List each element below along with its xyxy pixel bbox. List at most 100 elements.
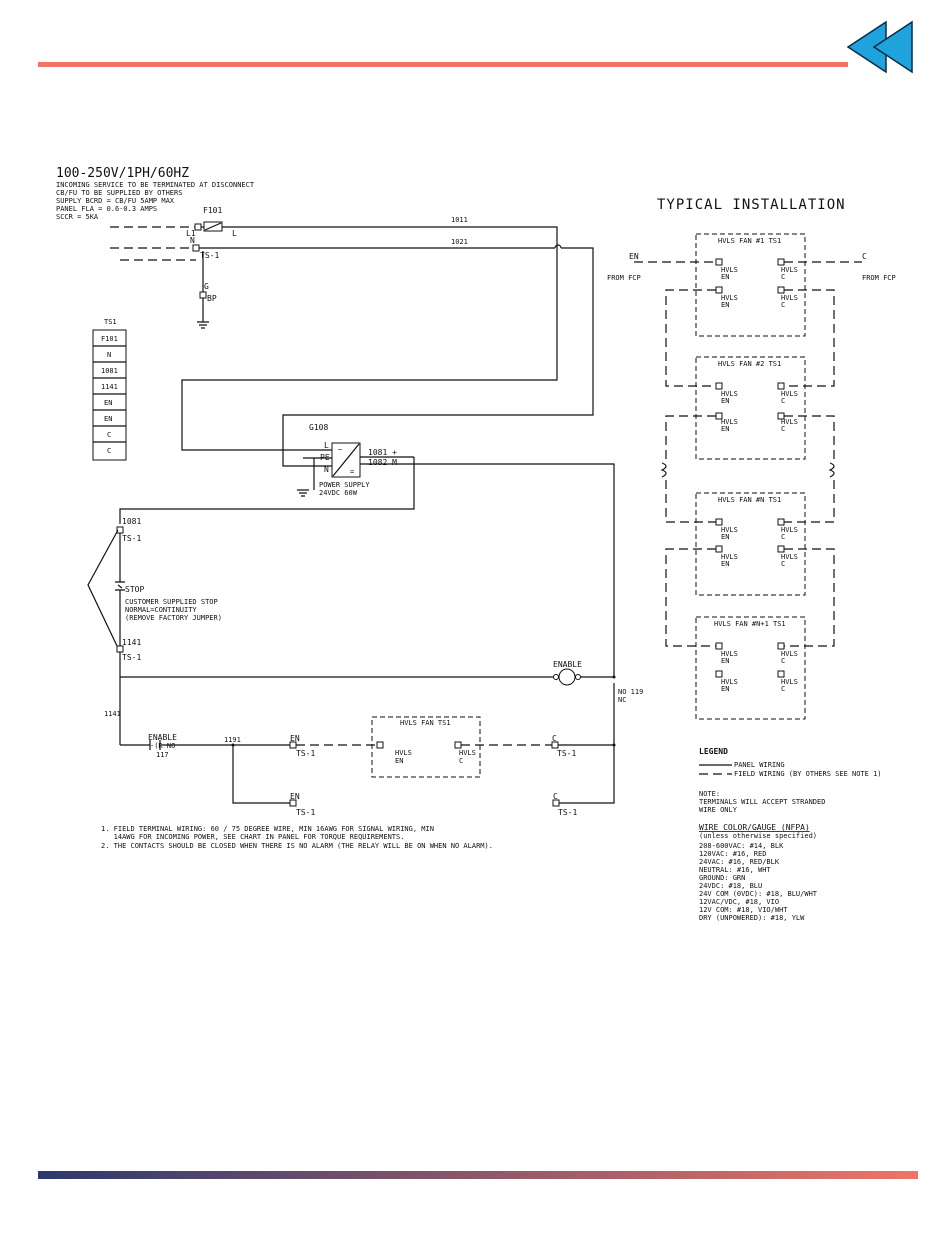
header-bar — [38, 62, 848, 67]
svg-text:EN: EN — [721, 397, 729, 405]
wire-1021-label: 1021 — [451, 238, 468, 246]
wire-1081-label: 1081 — [122, 517, 141, 526]
wire-1011-label: 1011 — [451, 216, 468, 224]
svg-text:C: C — [781, 560, 785, 568]
ps-ground-icon — [297, 489, 309, 497]
power-supply-id: G108 — [309, 423, 328, 432]
fan-title: HVLS FAN #N+1 TS1 — [714, 620, 786, 628]
wire-color-line: 24VDC: #18, BLU — [699, 882, 762, 890]
svg-text:C: C — [781, 425, 785, 433]
enable-coil — [558, 668, 576, 686]
legend-title: LEGEND — [699, 747, 728, 756]
legend-note-line: WIRE ONLY — [699, 806, 738, 814]
wire-color-title: WIRE COLOR/GAUGE (NFPA) — [699, 823, 810, 832]
ts1-row: 1081 — [101, 367, 118, 375]
wire-color-list: 208-600VAC: #14, BLK 120VAC: #16, RED 24… — [699, 842, 818, 922]
fcp-c-label: C — [862, 252, 867, 261]
wire-color-line: 24V COM (0VDC): #18, BLU/WHT — [699, 890, 818, 898]
power-notes: INCOMING SERVICE TO BE TERMINATED AT DIS… — [56, 181, 255, 221]
svg-text:C: C — [781, 533, 785, 541]
n-terminal — [192, 244, 200, 252]
wire-color-line: 12V COM: #18, VIO/WHT — [699, 906, 788, 914]
c-term-label: C — [552, 734, 557, 743]
wire-color-line: 24VAC: #16, RED/BLK — [699, 858, 780, 866]
ground-icon — [197, 321, 209, 329]
nc-label: NC — [618, 696, 626, 704]
ts1-table-title: TS1 — [104, 318, 117, 326]
svg-text:C: C — [781, 301, 785, 309]
enable-contact-label: ENABLE — [148, 733, 177, 742]
svg-text:HVLS: HVLS — [781, 526, 798, 534]
svg-text:C: C — [781, 273, 785, 281]
from-fcp-left: FROM FCP — [607, 274, 641, 282]
stop-note: CUSTOMER SUPPLIED STOP — [125, 598, 218, 606]
wire-color-line: GROUND: GRN — [699, 874, 745, 882]
hvls-label: HVLS — [459, 749, 476, 757]
ts1-row: N — [107, 351, 111, 359]
svg-text:EN: EN — [721, 273, 729, 281]
svg-text:HVLS: HVLS — [721, 390, 738, 398]
c2-ts-label: TS-1 — [558, 808, 577, 817]
svg-text:HVLS: HVLS — [721, 526, 738, 534]
g-terminal — [199, 291, 207, 299]
svg-text:EN: EN — [721, 425, 729, 433]
svg-text:HVLS: HVLS — [721, 553, 738, 561]
svg-text:EN: EN — [721, 301, 729, 309]
stop-contact-icon — [115, 581, 125, 591]
en2-ts-label: TS-1 — [296, 808, 315, 817]
enable-contact-num: 117 — [156, 751, 169, 759]
svg-text:EN: EN — [721, 685, 729, 693]
svg-text:C: C — [781, 657, 785, 665]
wire-1141-left: 1141 — [104, 710, 121, 718]
svg-text:HVLS: HVLS — [781, 266, 798, 274]
ts1-table: TS1 F101 N 1081 1141 EN EN C C — [92, 318, 127, 461]
ts1-row: C — [107, 431, 111, 439]
svg-text:HVLS: HVLS — [721, 266, 738, 274]
stop-label: STOP — [125, 585, 144, 594]
ts1-row: EN — [104, 415, 112, 423]
svg-text:C: C — [781, 685, 785, 693]
wire-color-line: DRY (UNPOWERED): #18, YLW — [699, 914, 805, 922]
power-note: PANEL FLA = 0.6-0.3 AMPS — [56, 205, 157, 213]
g-label: G — [204, 282, 209, 291]
power-note: CB/FU TO BE SUPPLIED BY OTHERS — [56, 189, 182, 197]
ts1-row: C — [107, 447, 111, 455]
enable-contact-sub: -(R NO — [150, 742, 175, 750]
wire-color-line: 208-600VAC: #14, BLK — [699, 842, 784, 850]
ts1-row: 1141 — [101, 383, 118, 391]
no119-label: NO 119 — [618, 688, 643, 696]
fuse-label: F101 — [203, 206, 222, 215]
fan-title: HVLS FAN #1 TS1 — [718, 237, 781, 245]
svg-text:EN: EN — [721, 657, 729, 665]
double-chevron-left-icon[interactable] — [846, 20, 913, 74]
svg-text:HVLS: HVLS — [781, 678, 798, 686]
svg-text:HVLS: HVLS — [721, 678, 738, 686]
c-ts-label: TS-1 — [557, 749, 576, 758]
hvls-fan-ts1-title: HVLS FAN TS1 — [400, 719, 451, 727]
ps-label: POWER SUPPLY — [319, 481, 370, 489]
legend-panel-wiring: PANEL WIRING — [734, 761, 785, 769]
ts1-row: F101 — [101, 335, 118, 343]
hvls-c-label: C — [459, 757, 463, 765]
typical-installation-title: TYPICAL INSTALLATION — [657, 197, 846, 213]
ps-l-label: L — [324, 441, 329, 450]
ps-out-neg: 1082 M — [368, 458, 397, 467]
svg-text:HVLS: HVLS — [721, 650, 738, 658]
en2-term-label: EN — [290, 792, 300, 801]
field-note: 1. FIELD TERMINAL WIRING: 60 / 75 DEGREE… — [101, 825, 434, 833]
wire-color-sub: (unless otherwise specified) — [699, 832, 817, 840]
stop-ts-top: TS-1 — [122, 534, 141, 543]
field-note: 2. THE CONTACTS SHOULD BE CLOSED WHEN TH… — [101, 842, 493, 850]
ts1-row: EN — [104, 399, 112, 407]
svg-text:C: C — [781, 397, 785, 405]
from-fcp-right: FROM FCP — [862, 274, 896, 282]
fcp-en-label: EN — [629, 252, 639, 261]
svg-text:EN: EN — [721, 533, 729, 541]
svg-text:~: ~ — [338, 446, 342, 454]
wire-color-line: 120VAC: #16, RED — [699, 850, 766, 858]
ps-label: 24VDC 60W — [319, 489, 358, 497]
